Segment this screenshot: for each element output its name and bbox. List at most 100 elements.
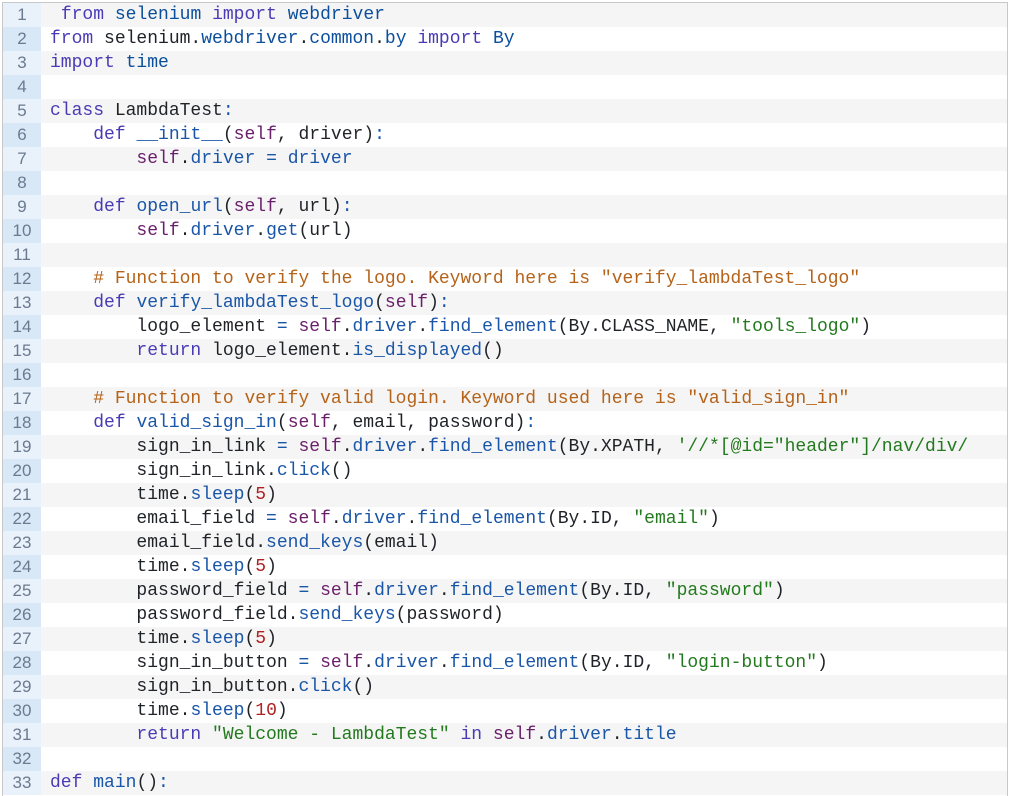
code-line: 9 def open_url(self, url): — [3, 195, 1007, 219]
identifier-token: valid_sign_in — [136, 413, 277, 433]
code-text[interactable] — [41, 75, 1007, 99]
code-text[interactable]: password_field.send_keys(password) — [41, 603, 1007, 627]
code-text[interactable]: from selenium import webdriver — [41, 3, 1007, 27]
text-token: ) — [860, 317, 872, 337]
line-number: 29 — [3, 675, 41, 699]
code-line: 1 from selenium import webdriver — [3, 3, 1007, 27]
identifier-token: driver — [341, 509, 407, 529]
text-token: ( — [244, 557, 256, 577]
code-text[interactable]: def main(): — [41, 771, 1007, 795]
code-text[interactable]: password_field = self.driver.find_elemen… — [41, 579, 1007, 603]
operator-token: = — [276, 317, 288, 337]
text-token: time. — [50, 701, 191, 721]
line-number: 14 — [3, 315, 41, 339]
text-token: . — [255, 221, 267, 241]
line-number: 8 — [3, 171, 41, 195]
line-number: 9 — [3, 195, 41, 219]
text-token: ( — [244, 629, 256, 649]
text-token: . — [406, 509, 418, 529]
line-number: 1 — [3, 3, 41, 27]
self-token: self — [298, 437, 342, 457]
text-token: , driver) — [276, 125, 375, 145]
code-text[interactable] — [41, 747, 1007, 771]
code-line: 14 logo_element = self.driver.find_eleme… — [3, 315, 1007, 339]
code-text[interactable]: self.driver = driver — [41, 147, 1007, 171]
text-token: ) — [773, 581, 785, 601]
text-token — [50, 149, 136, 169]
code-text[interactable]: email_field.send_keys(email) — [41, 531, 1007, 555]
text-token: () — [136, 773, 159, 793]
code-text[interactable]: class LambdaTest: — [41, 99, 1007, 123]
operator-token: : — [525, 413, 537, 433]
code-text[interactable] — [41, 243, 1007, 267]
text-token — [255, 149, 266, 169]
operator-token: = — [298, 653, 310, 673]
text-token: logo_element. — [201, 341, 353, 361]
code-text[interactable]: def open_url(self, url): — [41, 195, 1007, 219]
text-token: ) — [266, 557, 277, 577]
code-text[interactable]: def valid_sign_in(self, email, password)… — [41, 411, 1007, 435]
code-text[interactable]: # Function to verify the logo. Keyword h… — [41, 267, 1007, 291]
identifier-token: send_keys — [266, 533, 364, 553]
line-number: 3 — [3, 51, 41, 75]
code-text[interactable]: logo_element = self.driver.find_element(… — [41, 315, 1007, 339]
keyword-token: class — [50, 101, 105, 121]
text-token — [50, 293, 93, 313]
code-line: 24 time.sleep(5) — [3, 555, 1007, 579]
code-line: 23 email_field.send_keys(email) — [3, 531, 1007, 555]
line-number: 28 — [3, 651, 41, 675]
line-number: 31 — [3, 723, 41, 747]
line-number: 33 — [3, 771, 41, 795]
code-text[interactable]: import time — [41, 51, 1007, 75]
text-token: ( — [244, 485, 256, 505]
line-number: 19 — [3, 435, 41, 459]
code-line: 20 sign_in_link.click() — [3, 459, 1007, 483]
code-text[interactable]: self.driver.get(url) — [41, 219, 1007, 243]
text-token — [201, 725, 212, 745]
text-token: , email, password) — [330, 413, 526, 433]
text-token — [482, 725, 493, 745]
text-token: (By.ID, — [579, 653, 666, 673]
code-text[interactable]: sign_in_link.click() — [41, 459, 1007, 483]
identifier-token: open_url — [136, 197, 223, 217]
line-number: 25 — [3, 579, 41, 603]
line-number: 11 — [3, 243, 41, 267]
code-text[interactable]: sign_in_button.click() — [41, 675, 1007, 699]
operator-token: : — [438, 293, 450, 313]
operator-token: : — [222, 101, 234, 121]
code-text[interactable]: # Function to verify valid login. Keywor… — [41, 387, 1007, 411]
code-text[interactable]: time.sleep(5) — [41, 555, 1007, 579]
code-text[interactable]: time.sleep(10) — [41, 699, 1007, 723]
code-text[interactable]: return logo_element.is_displayed() — [41, 339, 1007, 363]
code-line: 4 — [3, 75, 1007, 99]
text-token: () — [330, 461, 353, 481]
code-text[interactable]: def __init__(self, driver): — [41, 123, 1007, 147]
line-number: 23 — [3, 531, 41, 555]
text-token: () — [352, 677, 375, 697]
code-text[interactable]: return "Welcome - LambdaTest" in self.dr… — [41, 723, 1007, 747]
identifier-token: find_element — [417, 509, 547, 529]
code-text[interactable]: email_field = self.driver.find_element(B… — [41, 507, 1007, 531]
code-text[interactable]: sign_in_button = self.driver.find_elemen… — [41, 651, 1007, 675]
code-text[interactable]: def verify_lambdaTest_logo(self): — [41, 291, 1007, 315]
identifier-token: click — [276, 461, 331, 481]
code-line: 27 time.sleep(5) — [3, 627, 1007, 651]
code-line: 11 — [3, 243, 1007, 267]
code-text[interactable] — [41, 363, 1007, 387]
text-token: ( — [222, 197, 234, 217]
text-token — [126, 293, 137, 313]
identifier-token: click — [298, 677, 353, 697]
code-line: 12 # Function to verify the logo. Keywor… — [3, 267, 1007, 291]
text-token: sign_in_link — [50, 437, 277, 457]
line-number: 2 — [3, 27, 41, 51]
code-text[interactable]: from selenium.webdriver.common.by import… — [41, 27, 1007, 51]
code-text[interactable]: time.sleep(5) — [41, 483, 1007, 507]
number-token: 10 — [255, 701, 277, 721]
code-text[interactable] — [41, 171, 1007, 195]
code-text[interactable]: time.sleep(5) — [41, 627, 1007, 651]
line-number: 13 — [3, 291, 41, 315]
code-text[interactable]: sign_in_link = self.driver.find_element(… — [41, 435, 1007, 459]
